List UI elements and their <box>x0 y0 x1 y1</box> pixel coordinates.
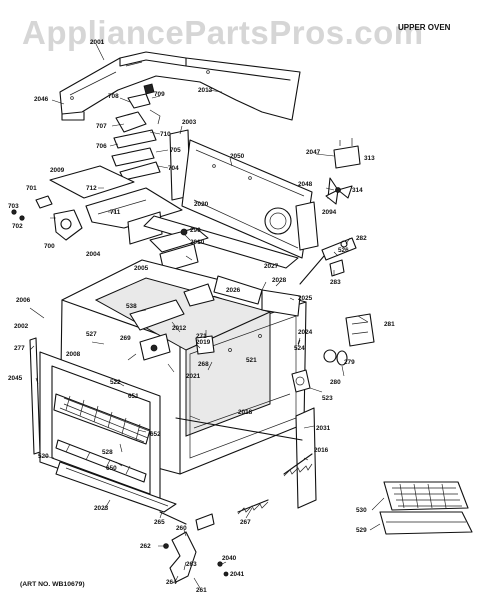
label-2013: 2013 <box>198 87 213 94</box>
label-2031: 2031 <box>316 425 331 432</box>
label-265: 265 <box>154 519 165 526</box>
label-530: 530 <box>356 507 367 514</box>
label-2004: 2004 <box>86 251 101 258</box>
label-2026: 2026 <box>226 287 241 294</box>
label-279: 279 <box>344 359 355 366</box>
sensor-probe-part <box>299 237 357 285</box>
label-277: 277 <box>14 345 25 352</box>
label-2028: 2028 <box>272 277 287 284</box>
oven-door-front <box>29 337 177 513</box>
label-527: 527 <box>86 331 97 338</box>
broiler-pan-part <box>379 481 473 535</box>
label-711: 711 <box>110 209 121 216</box>
door-latch-part <box>11 195 83 241</box>
label-2018: 2018 <box>238 409 253 416</box>
rear-panel-part <box>169 129 313 259</box>
label-2050: 2050 <box>230 153 245 160</box>
label-2002: 2002 <box>14 323 29 330</box>
label-700: 700 <box>44 243 55 250</box>
label-709: 709 <box>154 91 165 98</box>
label-707: 707 <box>96 123 107 130</box>
label-2019: 2019 <box>196 339 211 346</box>
label-706: 706 <box>96 143 107 150</box>
label-2025: 2025 <box>298 295 313 302</box>
label-650: 650 <box>106 465 117 472</box>
label-2046: 2046 <box>34 96 49 103</box>
label-264: 264 <box>166 579 177 586</box>
art-number-caption: (ART NO. WB10679) <box>20 581 85 588</box>
label-314: 314 <box>352 187 363 194</box>
label-2027: 2027 <box>264 263 279 270</box>
label-2094: 2094 <box>322 209 337 216</box>
label-280: 280 <box>330 379 341 386</box>
label-269: 269 <box>120 335 131 342</box>
convection-fan-part <box>295 138 361 251</box>
label-2020: 2020 <box>194 201 209 208</box>
section-title: UPPER OVEN <box>398 23 451 32</box>
label-704: 704 <box>168 165 179 172</box>
label-520: 520 <box>38 453 49 460</box>
label-526: 526 <box>338 247 349 254</box>
label-262: 262 <box>140 543 151 550</box>
label-710: 710 <box>160 131 171 138</box>
label-521: 521 <box>246 357 257 364</box>
label-2041: 2041 <box>230 571 245 578</box>
label-2040: 2040 <box>222 555 237 562</box>
label-260: 260 <box>176 525 187 532</box>
label-703: 703 <box>8 203 19 210</box>
label-2021: 2021 <box>186 373 201 380</box>
label-290: 290 <box>190 227 201 234</box>
watermark-text: AppliancePartsPros.com <box>22 14 424 51</box>
label-2016: 2016 <box>314 447 329 454</box>
label-522: 522 <box>110 379 121 386</box>
label-2045: 2045 <box>8 375 23 382</box>
label-2010: 2010 <box>190 239 205 246</box>
top-frame-part <box>143 215 299 273</box>
label-524: 524 <box>294 345 305 352</box>
part-labels: 2001 2046 2013 708 709 707 710 705 706 7… <box>8 39 395 594</box>
label-267: 267 <box>240 519 251 526</box>
latch-bracket-parts <box>111 83 161 181</box>
leader-lines <box>29 43 385 589</box>
label-651: 651 <box>128 393 139 400</box>
label-2003: 2003 <box>182 119 197 126</box>
label-313: 313 <box>364 155 375 162</box>
label-2023: 2023 <box>94 505 109 512</box>
label-708: 708 <box>108 93 119 100</box>
label-281: 281 <box>384 321 395 328</box>
label-712: 712 <box>86 185 97 192</box>
label-2048: 2048 <box>298 181 313 188</box>
label-2001: 2001 <box>90 39 105 46</box>
label-263: 263 <box>186 561 197 568</box>
label-702: 702 <box>12 223 23 230</box>
label-271: 271 <box>196 333 207 340</box>
label-2012: 2012 <box>172 325 187 332</box>
label-2009: 2009 <box>50 167 65 174</box>
label-2024: 2024 <box>298 329 313 336</box>
label-538: 538 <box>126 303 137 310</box>
label-2008: 2008 <box>66 351 81 358</box>
label-528: 528 <box>102 449 113 456</box>
label-701: 701 <box>26 185 37 192</box>
label-705: 705 <box>170 147 181 154</box>
top-cover-part <box>59 51 301 121</box>
label-652: 652 <box>150 431 161 438</box>
label-529: 529 <box>356 527 367 534</box>
label-268: 268 <box>198 361 209 368</box>
label-261: 261 <box>196 587 207 594</box>
label-283: 283 <box>330 279 341 286</box>
label-523: 523 <box>322 395 333 402</box>
label-2006: 2006 <box>16 297 31 304</box>
label-282: 282 <box>356 235 367 242</box>
label-2047: 2047 <box>306 149 321 156</box>
label-2005: 2005 <box>134 265 149 272</box>
